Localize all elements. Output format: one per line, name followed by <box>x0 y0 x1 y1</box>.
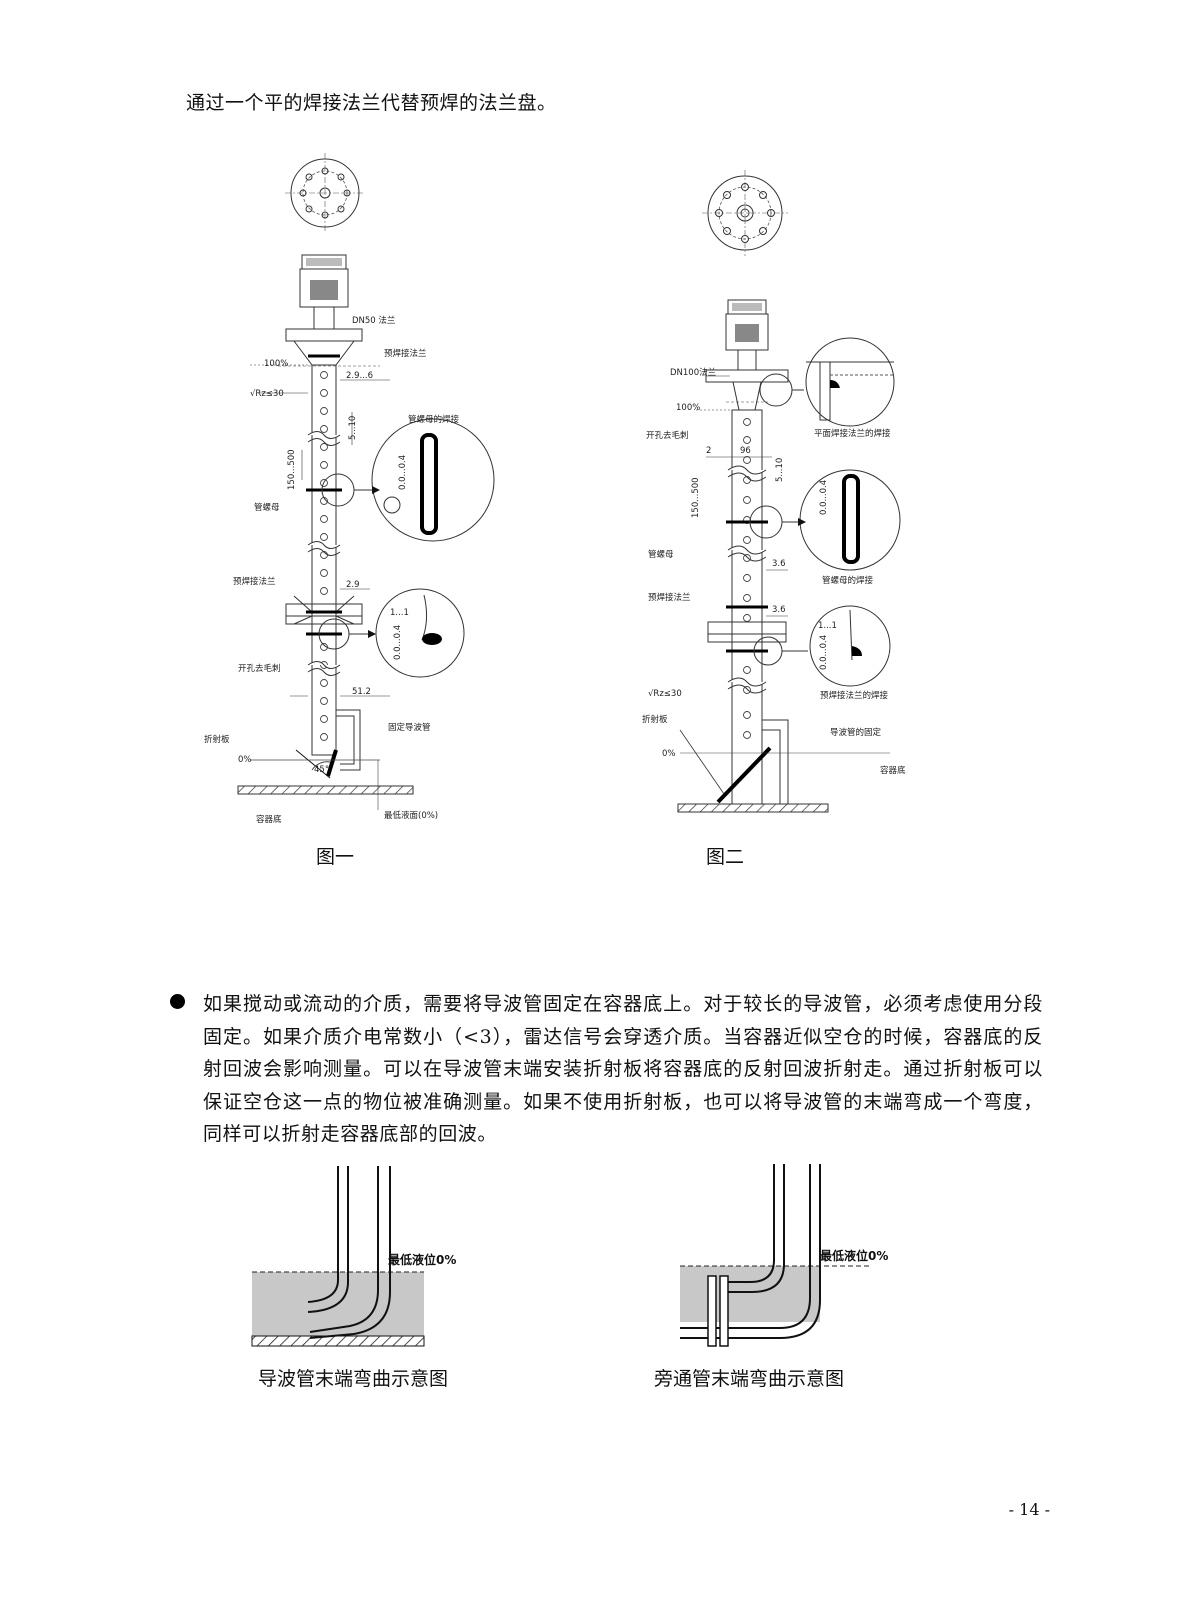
bullet-icon <box>170 994 185 1009</box>
f1-dim-5-10: 5...10 <box>348 416 358 440</box>
right-level-label: 最低液位0% <box>820 1248 888 1263</box>
f2-weld-nut-title: 管螺母的焊接 <box>822 575 874 586</box>
bend-figure-left: 最低液位0% <box>251 1166 456 1347</box>
f2-dim-150-500: 150...500 <box>691 477 701 518</box>
f2-dim-5-10: 5...10 <box>775 458 785 482</box>
f2-vessel-bottom: 容器底 <box>880 765 906 776</box>
f2-pipe-nut: 管螺母 <box>648 549 674 560</box>
f2-deflector: 折射板 <box>642 714 668 725</box>
f1-dim-150-500: 150...500 <box>287 449 297 490</box>
f2-dim-0-04: 0.0...0.4 <box>819 480 829 515</box>
f1-vessel-bottom: 容器底 <box>256 814 282 825</box>
f2-dim-3-6b: 3.6 <box>772 605 786 615</box>
f1-dim-51-2: 51.2 <box>352 687 371 697</box>
bend-figure-right: 最低液位0% <box>680 1164 888 1347</box>
f2-dn100-label: DN100法兰 <box>670 367 716 378</box>
f1-0-percent: 0% <box>238 755 252 765</box>
f2-dim-0-04b: 0.0...0.4 <box>819 635 829 670</box>
f1-prewelded-flange-mid: 预焊接法兰 <box>233 576 276 587</box>
f2-dim-2: 2 <box>706 446 711 456</box>
figure-2-caption: 图二 <box>706 846 745 868</box>
bullet-paragraph: 如果搅动或流动的介质，需要将导波管固定在容器底上。对于较长的导波管，必须考虑使用… <box>203 993 1043 1145</box>
f2-100-percent: 100% <box>676 403 700 413</box>
f1-deflector: 折射板 <box>204 734 230 745</box>
bend-right-caption: 旁通管末端弯曲示意图 <box>654 1368 845 1390</box>
f1-dim-0-04b: 0.0...0.4 <box>393 625 403 660</box>
f2-roughness: √Rz≤30 <box>648 689 682 699</box>
f2-prewelded-flange: 预焊接法兰 <box>648 592 691 603</box>
f2-dim-3-6a: 3.6 <box>772 559 786 569</box>
f1-hole-deburr: 开孔去毛刺 <box>238 663 281 674</box>
f2-dim-1-1: 1...1 <box>818 621 837 631</box>
page-number: - 14 - <box>1008 1500 1050 1519</box>
f2-wave-tube-fix: 导波管的固定 <box>830 727 882 738</box>
f1-weld-nut-title: 管螺母的焊接 <box>408 414 460 425</box>
f1-roughness: √Rz≤30 <box>250 389 284 399</box>
left-level-label: 最低液位0% <box>388 1252 456 1267</box>
f1-dim-1-1: 1...1 <box>390 608 409 618</box>
f1-angle-45: 45° <box>314 765 329 775</box>
bend-left-caption: 导波管末端弯曲示意图 <box>258 1368 449 1390</box>
f2-hole-deburr: 开孔去毛刺 <box>646 430 689 441</box>
f2-0-percent: 0% <box>662 749 676 759</box>
f2-flat-weld-flange: 平面焊接法兰的焊接 <box>814 428 891 439</box>
f1-dim-2-9-6: 2.9...6 <box>346 371 373 381</box>
figure-2-diagram: DN100法兰 100% 开孔去毛刺 平面焊接法兰的焊接 2 96 5...10… <box>642 170 906 813</box>
f2-dim-96: 96 <box>740 446 751 456</box>
f1-min-level: 最低液面(0%) <box>384 810 438 821</box>
f1-100-percent: 100% <box>264 359 288 369</box>
intro-text: 通过一个平的焊接法兰代替预焊的法兰盘。 <box>186 92 557 114</box>
f1-prewelded-flange-top: 预焊接法兰 <box>384 348 427 359</box>
figure-1-caption: 图一 <box>316 846 355 868</box>
f1-dim-0-04: 0.0...0.4 <box>398 455 408 490</box>
f2-prewelded-flange-weld: 预焊接法兰的焊接 <box>820 690 889 701</box>
figure-1-diagram: DN50 法兰 预焊接法兰 100% √Rz≤30 2.9...6 5...10… <box>204 153 495 825</box>
f1-dn50-label: DN50 法兰 <box>352 315 395 326</box>
f1-fixed-wave-tube: 固定导波管 <box>388 722 431 733</box>
f1-pipe-nut: 管螺母 <box>254 502 280 513</box>
f1-dim-2-9: 2.9 <box>346 580 360 590</box>
